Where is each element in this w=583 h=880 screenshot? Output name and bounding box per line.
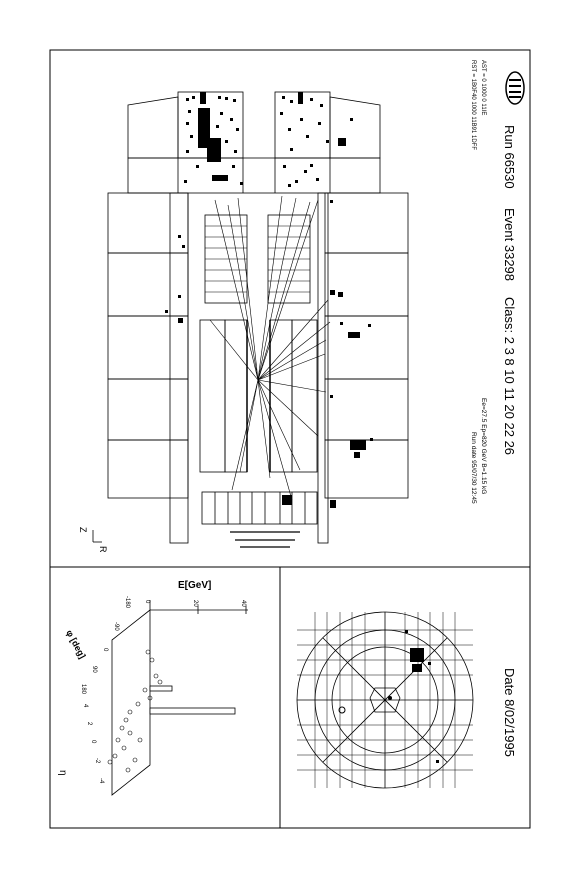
axis-indicator [92,530,102,543]
lego-plot [111,600,248,796]
axis-z-label: Z [78,527,88,533]
radial-view [296,611,474,789]
eta-tick: 4 [82,704,88,708]
eta-tick: -4 [98,778,104,784]
phi-tick: -180 [124,596,130,609]
lego-phi-title: φ [deg] [64,628,87,660]
energy-tick: 40 [240,600,246,607]
radial-grid [297,612,473,788]
event-label: Event 33298 [502,208,517,281]
calorimeter-hits [165,92,373,508]
ast-info: AST = 0 1000 0 11IE [480,60,486,115]
axis-r-label: R [98,546,108,553]
lego-tower-2 [149,707,236,715]
top-right-cap [329,96,381,159]
eta-tick: 2 [86,722,92,726]
eta-tick-labels: 4 2 0 -2 -4 [82,704,104,784]
logo-icon [505,71,525,105]
energy-tick-labels: 0 20 40 [144,600,246,607]
lego-cells [107,649,163,773]
energy-tick: 0 [144,600,150,604]
phi-tick: 0 [102,648,108,652]
class-label: Class: 2 3 8 10 11 20 22 26 [502,297,517,455]
lego-tower-1 [149,685,173,692]
page-frame [49,49,531,829]
side-view [107,91,409,548]
top-left-cap [127,96,179,159]
backward-calo [201,491,318,525]
forward-tracker-planes [205,225,310,293]
run-label: Run 66530 [502,125,517,189]
lego-energy-title: E[GeV] [178,580,211,591]
eta-tick: 0 [90,740,96,744]
mid-band [127,157,381,194]
run-date-info: Run date 95/07/30 12:45 [470,432,477,504]
lego-eta-title: η [57,770,68,776]
phi-tick: 90 [91,666,97,673]
beam-info: Ee=27.5 Ep=820 GeV B=1.15 kG [480,398,487,494]
energy-tick: 20 [192,600,198,607]
date-label: Date 8/02/1995 [502,668,517,757]
phi-tick-labels: -180 -90 0 90 180 [80,596,130,695]
particle-tracks [209,195,331,501]
phi-tick: -90 [113,622,119,631]
radial-hits [338,630,439,763]
eta-tick: -2 [94,758,100,764]
phi-tick: 180 [80,684,86,695]
rst-info: RST = 1B0F40 1000 11B91 1DFF [470,60,476,150]
